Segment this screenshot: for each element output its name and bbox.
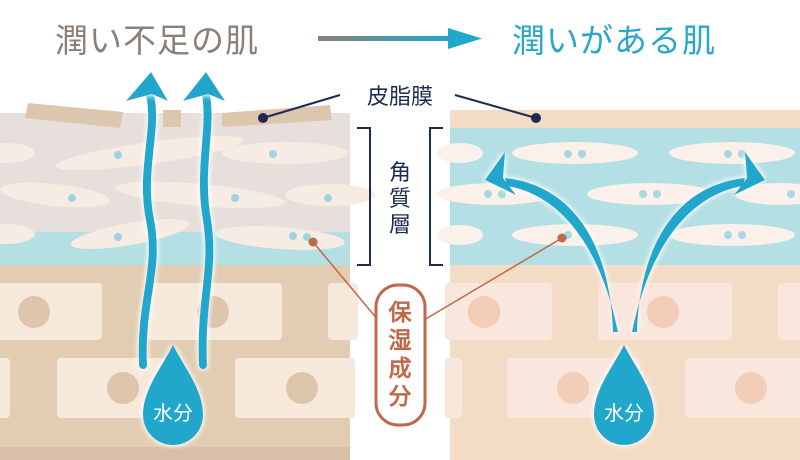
moist-living-cells [445,283,800,418]
dry-skin-panel: 水分 [0,72,375,460]
arrow-head-icon [734,152,765,195]
sebum-film-label: 皮脂膜 [258,85,541,123]
svg-text:分: 分 [389,384,412,410]
svg-text:質: 質 [389,187,411,212]
escaping-water-arrows [138,91,214,369]
moist-skin-panel: 水分 [437,110,800,460]
before-title: 潤い不足の肌 [55,21,259,60]
svg-text:角: 角 [389,161,411,186]
svg-text:水分: 水分 [153,401,193,425]
arrow-head-icon [126,72,168,101]
transition-arrow [318,28,482,49]
moisture-dots [68,150,332,241]
arrow-head-icon [183,72,225,101]
svg-text:水分: 水分 [604,401,644,425]
svg-text:層: 層 [389,213,411,238]
water-drop-left: 水分 [143,345,203,445]
water-drop-right: 水分 [594,345,654,445]
moisturizing-ingredients-label: 保 湿 成 分 [308,233,567,427]
after-title: 潤いがある肌 [512,21,716,60]
svg-text:成: 成 [389,356,412,382]
stratum-corneum-label: 角 質 層 [357,127,443,266]
broken-sebum-film [25,103,332,128]
retained-water-arrows [485,152,765,332]
arrow-head-icon [485,152,516,195]
svg-text:皮脂膜: 皮脂膜 [367,85,433,110]
svg-text:保: 保 [388,299,413,326]
svg-text:湿: 湿 [389,328,412,354]
